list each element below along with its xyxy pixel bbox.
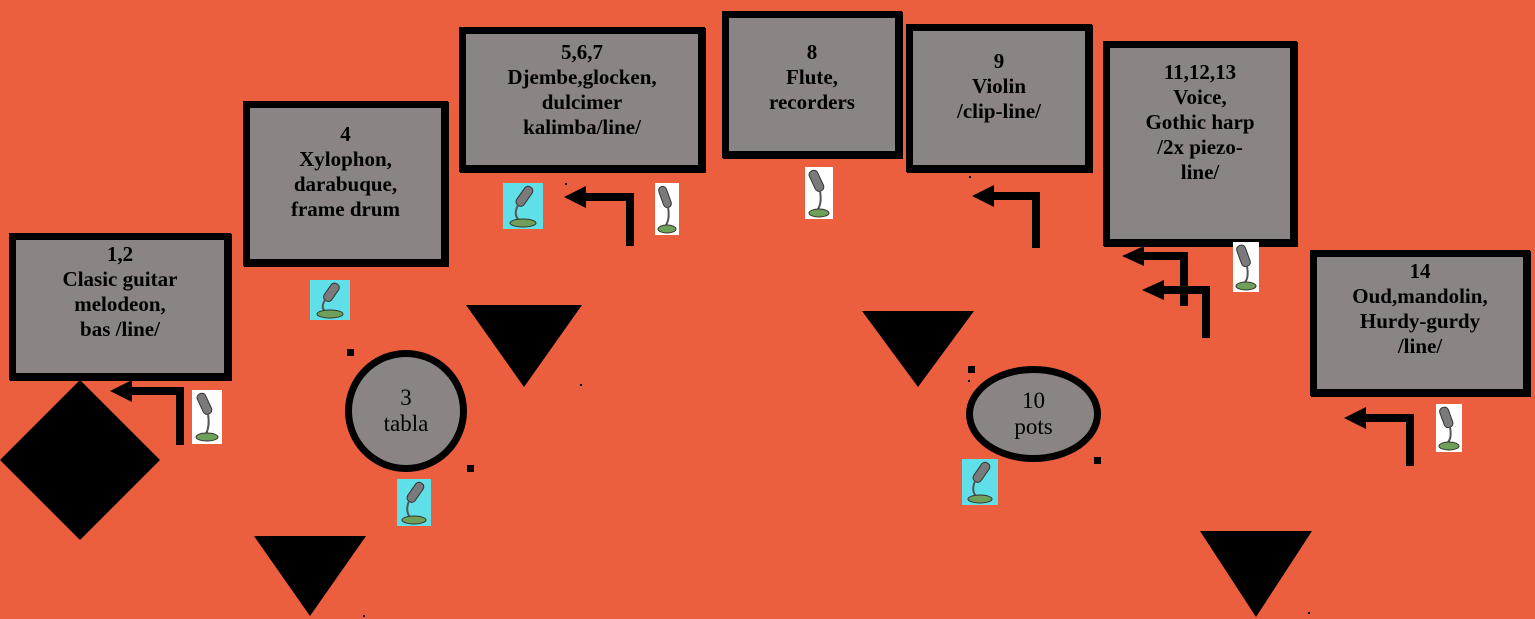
box-line: Xylophon, bbox=[299, 147, 392, 171]
triangle-speaker-icon bbox=[1200, 531, 1312, 617]
box-line: darabuque, bbox=[293, 172, 398, 196]
triangle-speaker-icon bbox=[862, 311, 974, 387]
corner-arrow-icon bbox=[110, 380, 184, 445]
instrument-box-4: 4 Xylophon, darabuque, frame drum bbox=[243, 101, 448, 266]
box-line: recorders bbox=[769, 90, 855, 114]
box-line: /2x piezo- bbox=[1157, 135, 1243, 159]
box-line: melodeon, bbox=[74, 292, 166, 316]
microphone-icon bbox=[192, 390, 222, 444]
box-number: 11,12,13 bbox=[1163, 60, 1237, 84]
circle-label: pots bbox=[1014, 414, 1053, 439]
microphone-icon bbox=[805, 167, 833, 219]
instrument-circle-10: 10 pots bbox=[966, 366, 1101, 462]
marker-tick bbox=[969, 176, 971, 178]
instrument-circle-3: 3 tabla bbox=[345, 350, 467, 472]
marker-dot bbox=[347, 349, 354, 356]
corner-arrow-icon bbox=[972, 185, 1040, 248]
box-number: 4 bbox=[340, 122, 351, 146]
box-line: frame drum bbox=[290, 197, 401, 221]
marker-dot bbox=[968, 366, 975, 373]
instrument-box-14: 14 Oud,mandolin, Hurdy-gurdy /line/ bbox=[1310, 250, 1530, 396]
circle-number: 3 bbox=[400, 385, 412, 410]
circle-number: 10 bbox=[1022, 388, 1045, 413]
box-line: Flute, bbox=[786, 65, 838, 89]
instrument-box-8: 8 Flute, recorders bbox=[722, 11, 902, 158]
marker-tick bbox=[1308, 612, 1310, 614]
marker-tick bbox=[363, 615, 365, 617]
instrument-box-1-2: 1,2 Clasic guitar melodeon, bas /line/ bbox=[9, 233, 231, 380]
corner-arrow-icon bbox=[1142, 280, 1210, 338]
box-line: Oud,mandolin, bbox=[1352, 284, 1488, 308]
box-line: /line/ bbox=[1397, 334, 1443, 358]
box-line: line/ bbox=[1180, 160, 1220, 184]
box-line: /clip-line/ bbox=[957, 99, 1041, 123]
box-number: 8 bbox=[806, 40, 818, 64]
triangle-speaker-icon bbox=[254, 536, 366, 616]
microphone-icon bbox=[310, 280, 350, 320]
microphone-icon bbox=[655, 183, 679, 235]
triangle-speaker-icon bbox=[466, 305, 582, 387]
microphone-icon bbox=[503, 183, 543, 229]
box-line: Hurdy-gurdy bbox=[1359, 309, 1481, 333]
box-line: bas /line/ bbox=[80, 317, 160, 341]
circle-label: tabla bbox=[383, 411, 429, 436]
marker-tick bbox=[580, 384, 582, 386]
diamond-icon bbox=[0, 380, 160, 540]
box-line: Djembe,glocken, bbox=[507, 65, 657, 89]
box-number: 14 bbox=[1409, 259, 1431, 283]
microphone-icon bbox=[1436, 404, 1462, 452]
marker-dot bbox=[467, 465, 474, 472]
microphone-icon bbox=[962, 459, 998, 505]
instrument-box-11-12-13: 11,12,13 Voice, Gothic harp /2x piezo- l… bbox=[1103, 41, 1297, 246]
marker-dot bbox=[1094, 457, 1101, 464]
box-number: 1,2 bbox=[106, 242, 134, 266]
box-line: Violin bbox=[971, 74, 1027, 98]
box-line: Voice, bbox=[1173, 85, 1227, 109]
corner-arrow-icon bbox=[564, 186, 634, 246]
corner-arrow-icon bbox=[1344, 407, 1414, 466]
marker-tick bbox=[565, 183, 567, 185]
box-line: Clasic guitar bbox=[62, 267, 178, 291]
box-line: dulcimer bbox=[541, 90, 623, 114]
box-line: kalimba/line/ bbox=[523, 115, 641, 139]
box-number: 5,6,7 bbox=[561, 40, 603, 64]
microphone-icon bbox=[1233, 242, 1259, 292]
box-line: Gothic harp bbox=[1145, 110, 1255, 134]
marker-tick bbox=[968, 380, 970, 382]
instrument-box-5-6-7: 5,6,7 Djembe,glocken, dulcimer kalimba/l… bbox=[459, 27, 705, 172]
instrument-box-9: 9 Violin /clip-line/ bbox=[906, 24, 1092, 172]
microphone-icon bbox=[397, 479, 431, 526]
box-number: 9 bbox=[993, 49, 1005, 73]
